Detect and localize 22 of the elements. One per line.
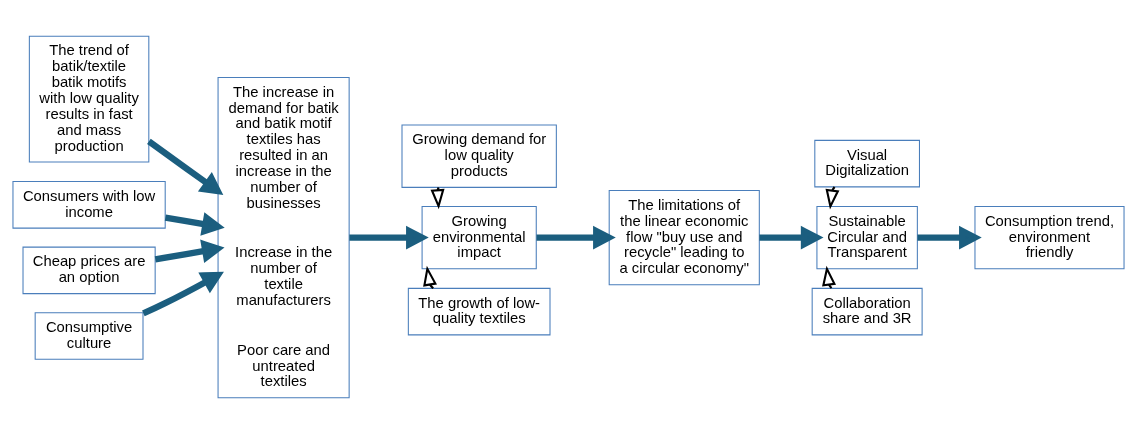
node-box: Visual Digitalization [814, 139, 920, 188]
node-box: The trend of batik/textile batik motifs with low quality results in fast and mass production [28, 35, 150, 163]
node-box: The growth of low-quality textiles [407, 287, 551, 336]
arrow [154, 239, 225, 264]
node-box: Cheap prices are an option [22, 246, 156, 295]
arrow [147, 138, 224, 195]
node-box: Consumption trend, environment friendly [974, 205, 1125, 270]
node-box: Growing demand for low quality products [401, 124, 557, 188]
node-box: The limitations of the linear economic flow "buy use and recycle" leading to a circular economy" [608, 190, 760, 286]
arrow [536, 225, 616, 250]
node-box: Consumers with low income [12, 181, 166, 229]
node-box: The increase in demand for batik and batik motif textiles has resulted in an increase in the number of businesses Increase in the number of textile manufacturers Poor care and untreated textiles [217, 76, 350, 399]
arrow [759, 225, 824, 250]
node-box: Collaboration share and 3R [811, 287, 923, 336]
arrow [349, 225, 429, 250]
node-box: Sustainable Circular and Transparent [816, 205, 918, 270]
arrow [423, 265, 437, 289]
node-box: Consumptive culture [34, 312, 144, 360]
arrow [164, 212, 225, 236]
node-box: Growing environmental impact [421, 205, 537, 270]
arrow [917, 225, 982, 250]
arrow [142, 271, 224, 317]
